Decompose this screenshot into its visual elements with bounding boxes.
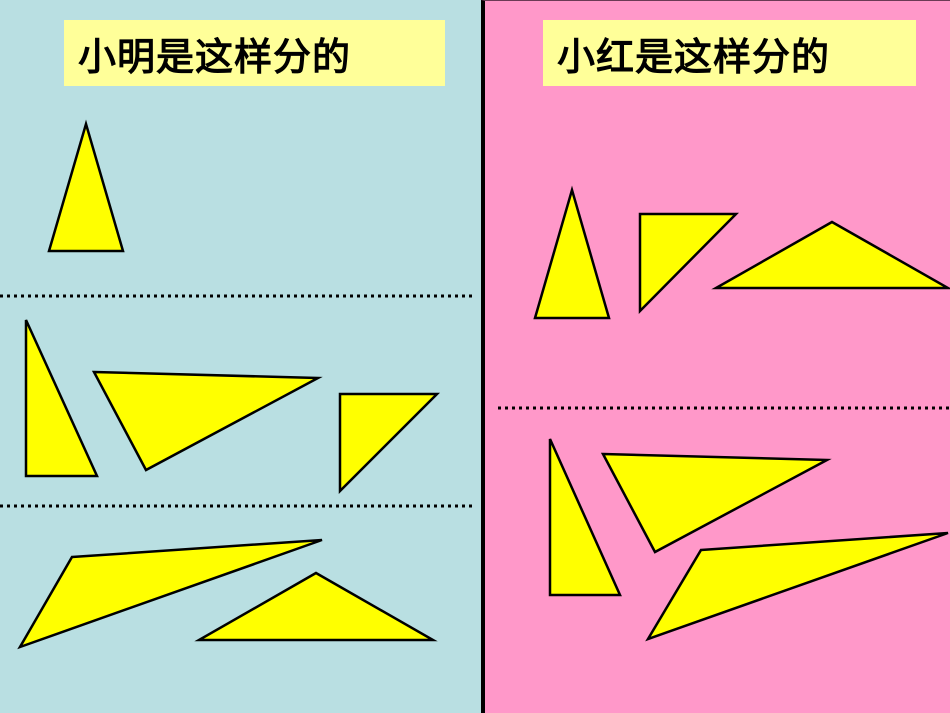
right-group-1-triangle-2 — [638, 212, 739, 315]
left-group-2-triangle-2 — [91, 370, 323, 472]
left-group-3-triangle-2 — [194, 571, 438, 642]
right-group-1-triangle-1 — [533, 185, 611, 320]
xiaoming-title-box: 小明是这样分的 — [64, 20, 445, 86]
xiaohong-title: 小红是这样分的 — [557, 34, 831, 79]
xiaohong-title-box: 小红是这样分的 — [543, 20, 916, 86]
xiaoming-title: 小明是这样分的 — [78, 34, 352, 79]
left-group-2-triangle-1 — [24, 319, 99, 478]
left-group-1-triangle-1 — [47, 119, 125, 253]
right-group-2-triangle-1 — [548, 438, 622, 597]
right-group-2-triangle-3 — [645, 531, 949, 642]
right-group-1-triangle-3 — [711, 220, 950, 290]
left-group-2-triangle-3 — [338, 392, 441, 495]
left-group-3-triangle-1 — [17, 538, 323, 650]
right-group-2-triangle-2 — [600, 452, 832, 554]
